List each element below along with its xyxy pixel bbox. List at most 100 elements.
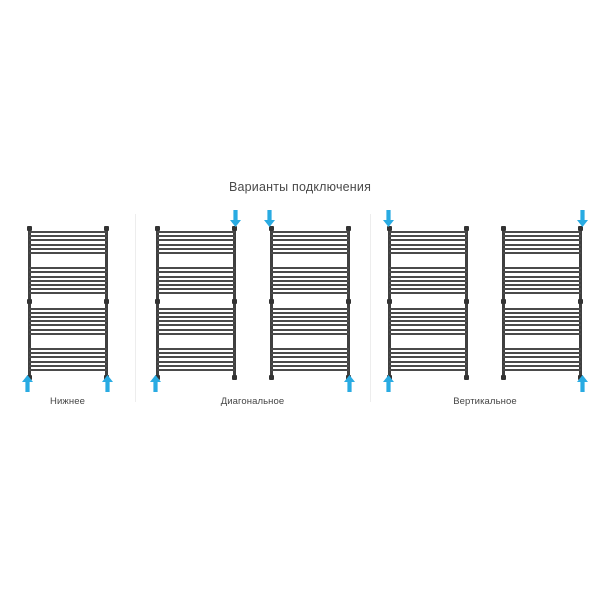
radiator-rung [503,356,581,359]
radiator-rung [389,284,467,286]
radiator-rung [389,247,467,250]
radiator-rung [156,275,235,278]
radiator-rung [156,239,235,242]
radiator-rung [389,267,467,270]
radiator-connector-node-tl [501,226,506,231]
radiator-rung [270,252,349,254]
radiator-rung [28,307,107,310]
radiator-rung [503,311,581,314]
radiator-rung [503,284,581,286]
radiator-connector-node-tl [26,226,32,231]
radiator-rung [389,239,467,242]
radiator-rung [28,332,107,335]
radiator-rung [156,235,235,238]
radiator-connector-node-ml [154,299,160,304]
radiator-rung [156,364,235,367]
radiator-connector-node-tl [154,226,160,231]
radiator-rung [156,352,235,355]
radiator-rung [389,231,467,233]
radiator-rung [389,364,467,367]
radiator-rung [156,292,235,295]
radiator-connector-node-mr [345,299,351,304]
radiator-connector-node-ml [268,299,274,304]
radiator-body [387,226,469,380]
radiator-connector-node-ml [26,299,32,304]
radiator-rung [503,307,581,310]
radiator-rung [503,360,581,363]
radiator-rung [28,320,107,323]
radiator-rung [28,275,107,278]
radiator-rung [389,311,467,314]
radiator-rung [28,271,107,274]
panel-bottom: Нижнее [0,210,135,420]
radiator-rung [28,364,107,367]
outlet-arrow-bottom-left [382,375,394,392]
radiator-rung [28,360,107,363]
radiator-rung [270,275,349,278]
radiator-bottom-single [20,210,116,392]
radiator-rung [270,284,349,286]
radiator-rung [270,364,349,367]
radiator-connector-node-tl [387,226,392,231]
radiator-rung [503,369,581,371]
radiator-rung [28,247,107,250]
radiator-rung [270,288,349,291]
inlet-arrow-top-right [576,210,588,227]
radiator-rung [270,316,349,318]
outlet-arrow-bottom-left [150,375,161,392]
radiator-rung [156,320,235,323]
radiator-rung [389,288,467,291]
radiator-rung [503,352,581,355]
radiator-rung [503,235,581,238]
radiator-rung [156,279,235,282]
radiator-rung [503,324,581,327]
radiator-connector-node-br [464,375,469,380]
radiator-rung [156,243,235,246]
radiator-rung [156,267,235,270]
radiator-rung [503,288,581,291]
radiator-rung [28,311,107,314]
radiator-rung [156,348,235,350]
panel-label-diagonal: Диагональное [220,396,285,407]
outlet-arrow-bottom-right [344,375,355,392]
outlet-arrow-bottom-right [576,375,588,392]
radiator-rung [503,316,581,318]
radiator-rung [270,356,349,359]
radiator-rung [28,252,107,254]
radiator-rung [270,324,349,327]
radiator-rung [389,360,467,363]
radiator-vertical-right [494,210,590,392]
radiator-rung [156,356,235,359]
radiator-rung [270,311,349,314]
radiator-connector-node-bl [501,375,506,380]
radiator-rung [389,320,467,323]
radiator-rung [156,231,235,233]
radiator-rung [156,247,235,250]
radiator-connector-node-tr [103,226,109,231]
radiator-connector-node-ml [387,299,392,304]
radiator-diagonal-right [262,210,358,392]
radiator-rung [28,352,107,355]
radiator-rung [389,316,467,318]
radiator-rung [389,292,467,295]
radiator-body [268,226,351,380]
radiator-rung [28,288,107,291]
radiator-rung [270,279,349,282]
radiator-rung [28,324,107,327]
inlet-arrow-top-left [382,210,394,227]
radiator-connector-node-tr [578,226,583,231]
radiator-rung [503,267,581,270]
radiator-rung [270,292,349,295]
radiator-rung [503,332,581,335]
radiator-rung [156,288,235,291]
radiator-rung [156,316,235,318]
radiator-rung [503,279,581,282]
radiator-rung [503,239,581,242]
page-title: Варианты подключения [228,180,372,194]
radiator-rung [270,369,349,371]
panel-diagonal: Диагональное [135,210,370,420]
radiator-rung [156,328,235,331]
radiator-rung [389,324,467,327]
radiator-rung [28,328,107,331]
radiator-rung [389,275,467,278]
